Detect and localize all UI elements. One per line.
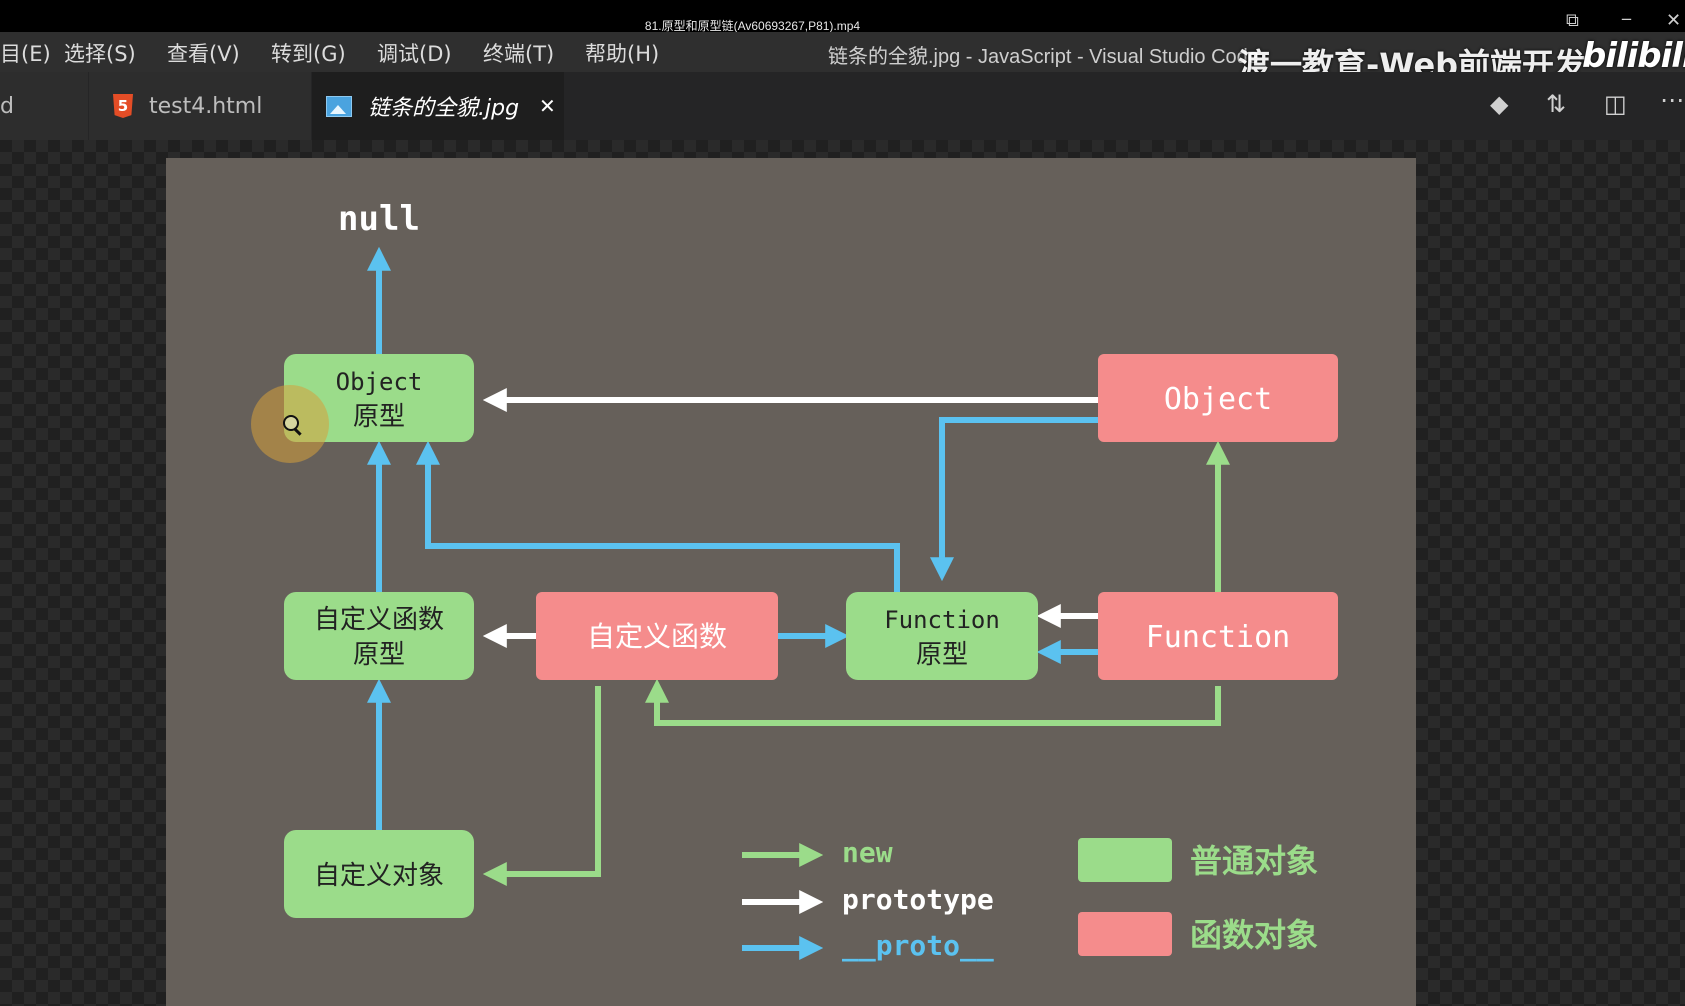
node-custom-function-prototype: 自定义函数 原型: [284, 592, 474, 680]
more-actions-icon[interactable]: ⋯: [1660, 86, 1684, 114]
split-editor-icon[interactable]: ◫: [1604, 90, 1627, 118]
menu-item-debug[interactable]: 调试(D): [377, 42, 452, 66]
node-label: 自定义函数: [587, 620, 727, 653]
legend-proto-label: __proto__: [842, 929, 994, 962]
open-changes-icon[interactable]: ⇅: [1546, 90, 1567, 118]
node-label: 原型: [353, 640, 405, 670]
html5-icon: 5: [113, 94, 133, 118]
arrow-object-fn-to-function-proto: [930, 417, 1098, 582]
menu-item-view[interactable]: 查看(V): [167, 42, 240, 66]
tab-label: test4.html: [149, 93, 263, 119]
node-label: Object: [336, 368, 423, 396]
git-compare-icon[interactable]: ◆: [1490, 90, 1509, 118]
tab-label: 链条的全貌.jpg: [368, 96, 520, 121]
arrow-function-proto-to-object-proto: [416, 440, 900, 592]
arrow-function-new-custom-fn: [645, 678, 1221, 726]
minimize-icon[interactable]: _: [1622, 0, 1631, 21]
node-label: 自定义对象: [314, 861, 444, 891]
image-canvas: null Object 原型: [166, 158, 1416, 1006]
menu-item-terminal[interactable]: 终端(T): [483, 42, 555, 66]
prototype-chain-diagram: null Object 原型: [284, 199, 1338, 962]
tab-label: d: [0, 93, 14, 119]
menu-item-help[interactable]: 帮助(H): [585, 42, 660, 66]
video-title: 81.原型和原型链(Av60693267,P81).mp4: [644, 19, 861, 33]
close-window-icon[interactable]: ✕: [1666, 10, 1682, 31]
node-label: Object: [1164, 382, 1272, 417]
tab-bar: d 5 test4.html 链条的全貌.jpg ✕: [0, 72, 1685, 140]
close-tab-icon[interactable]: ✕: [539, 94, 556, 118]
image-icon: [326, 95, 352, 117]
node-custom-object: 自定义对象: [284, 830, 474, 918]
legend-prototype-label: prototype: [842, 883, 994, 916]
tab-image-file[interactable]: 链条的全貌.jpg ✕: [312, 72, 564, 140]
node-function-prototype: Function 原型: [846, 592, 1038, 680]
legend-new-label: new: [842, 836, 893, 869]
legend-normal-object-label: 普通对象: [1190, 842, 1318, 880]
menu-item-select[interactable]: 选择(S): [64, 42, 136, 66]
node-label: 原型: [353, 402, 405, 432]
zoom-cursor-icon: [283, 415, 299, 431]
node-custom-function: 自定义函数: [536, 592, 778, 680]
node-object-function: Object: [1098, 354, 1338, 442]
video-title-bar: 81.原型和原型链(Av60693267,P81).mp4 ⧉ _ ✕: [0, 0, 1685, 33]
null-label: null: [338, 199, 420, 239]
restore-icon[interactable]: ⧉: [1566, 10, 1579, 31]
legend: new prototype __proto__ 普通对象 函数对象: [742, 836, 1318, 962]
menu-item-selection-partial[interactable]: 目(E): [0, 42, 51, 66]
legend-function-object-label: 函数对象: [1190, 916, 1318, 954]
arrow-custom-fn-new-custom-obj: [482, 686, 601, 886]
tab-test4-html[interactable]: 5 test4.html: [88, 72, 311, 140]
legend-function-object-swatch: [1078, 912, 1172, 956]
bilibili-logo: bilibili: [1582, 36, 1685, 76]
node-object-prototype: Object 原型: [284, 354, 474, 442]
menu-bar: 目(E) 选择(S) 查看(V) 转到(G) 调试(D) 终端(T) 帮助(H)…: [0, 32, 1685, 72]
tab-partial[interactable]: d: [0, 72, 88, 140]
menu-item-go[interactable]: 转到(G): [271, 42, 346, 66]
node-function-function: Function: [1098, 592, 1338, 680]
node-label: Function: [1146, 620, 1291, 655]
window-title: 链条的全貌.jpg - JavaScript - Visual Studio C…: [828, 46, 1259, 68]
legend-normal-object-swatch: [1078, 838, 1172, 882]
node-label: Function: [884, 606, 1000, 634]
node-label: 自定义函数: [314, 605, 444, 635]
node-label: 原型: [916, 640, 968, 670]
